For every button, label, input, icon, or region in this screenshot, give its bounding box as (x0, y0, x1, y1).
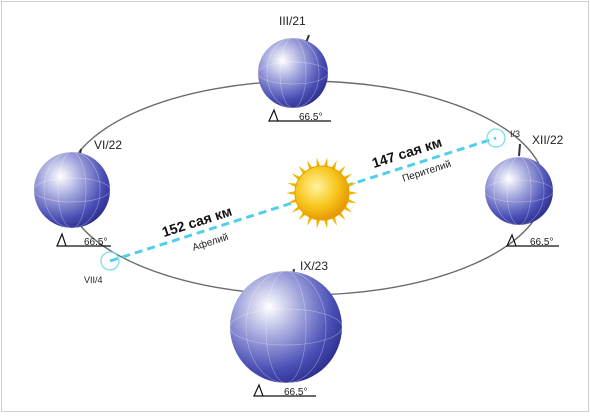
earth-december: 66.5° XII/22 (484, 133, 564, 248)
date-label-march: III/21 (279, 14, 306, 28)
sun-ray (286, 190, 297, 196)
aphelion-marker (100, 251, 120, 271)
aphelion-date: VII/4 (84, 275, 103, 285)
tilt-angle-label: 66.5° (299, 112, 322, 123)
tilt-angle-label: 66.5° (284, 387, 307, 398)
sun-ray (287, 198, 298, 204)
perihelion-name: Перителий (401, 159, 453, 185)
earth-globe (34, 152, 110, 228)
aphelion-name: Афелий (191, 231, 230, 254)
perihelion-date: I/3 (510, 129, 520, 139)
sun-ray (323, 157, 328, 168)
sun-ray (287, 182, 298, 188)
sun-ray (347, 190, 358, 196)
earth-march: 66.5° III/21 (257, 14, 331, 123)
tilt-angle-marker (253, 383, 316, 397)
tilt-angle-label: 66.5° (530, 237, 553, 248)
perihelion-marker (486, 128, 506, 148)
tilt-angle-marker (268, 108, 331, 122)
earth-axis (518, 143, 521, 157)
date-label-december: XII/22 (532, 133, 564, 147)
border (1, 1, 589, 412)
sun-ray (346, 182, 357, 188)
tilt-angle-label: 66.5° (84, 237, 107, 248)
tilt-angle-marker (56, 232, 111, 247)
tilt-angle-marker (506, 233, 559, 247)
earth-september: 66.5° IX/23 (229, 259, 343, 398)
earth-globe (485, 157, 553, 225)
earth-globe (258, 38, 328, 108)
date-label-june: VI/22 (94, 138, 122, 152)
earth-globe (230, 271, 342, 383)
sun-ray (316, 157, 321, 168)
sun-ray (346, 198, 357, 204)
earth-june: 66.5° VI/22 (33, 138, 122, 248)
date-label-september: IX/23 (300, 259, 328, 273)
sun (286, 157, 358, 229)
sun-ray (323, 218, 328, 229)
sun-ray (316, 218, 321, 229)
